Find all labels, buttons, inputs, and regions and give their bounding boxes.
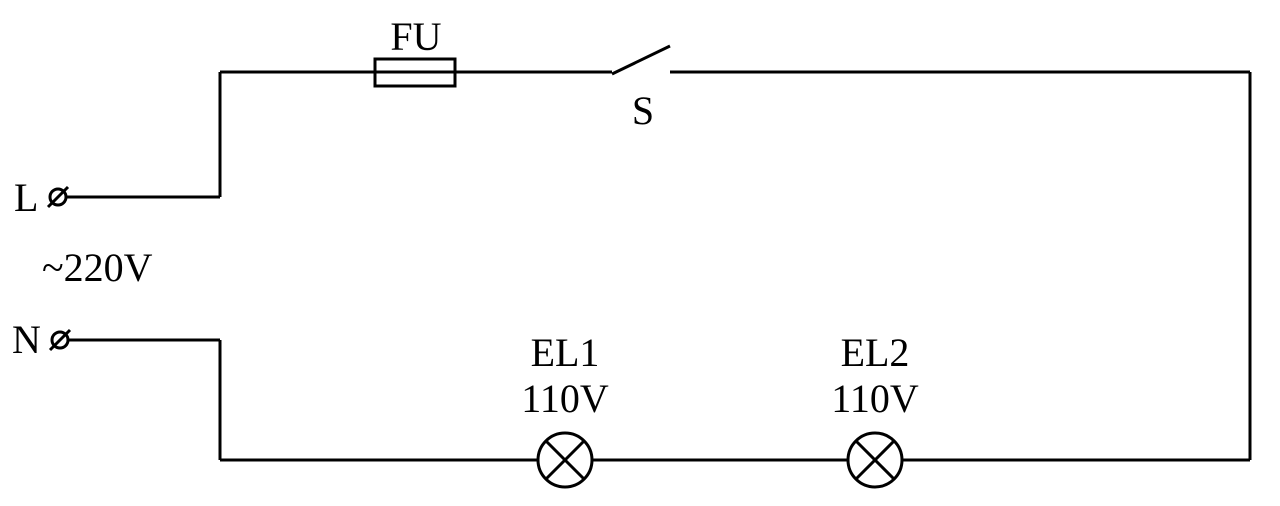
switch-blade bbox=[611, 44, 671, 76]
bottom-wire bbox=[218, 340, 1250, 462]
fuse-label: FU bbox=[390, 14, 441, 59]
fuse-symbol: FU bbox=[373, 14, 457, 88]
lamp-el1-name: EL1 bbox=[531, 330, 600, 375]
supply-voltage-label: ~220V bbox=[42, 245, 153, 290]
switch-symbol: S bbox=[611, 44, 671, 133]
line-terminal-slash bbox=[46, 185, 70, 209]
top-wire bbox=[218, 70, 1252, 460]
neutral-terminal-label: N bbox=[12, 317, 41, 362]
lamp-el2-symbol: EL2 110V bbox=[831, 330, 919, 489]
line-terminal-label: L bbox=[14, 175, 38, 220]
lamp-el1-voltage: 110V bbox=[521, 376, 609, 421]
lamp-el2-name: EL2 bbox=[841, 330, 910, 375]
lamp-el1-cross-2 bbox=[544, 439, 586, 481]
lamp-el1-symbol: EL1 110V bbox=[521, 330, 609, 489]
neutral-terminal-slash bbox=[48, 328, 72, 352]
line-terminal: L bbox=[14, 175, 220, 220]
neutral-terminal: N bbox=[12, 317, 220, 362]
lamp-el2-voltage: 110V bbox=[831, 376, 919, 421]
switch-label: S bbox=[632, 88, 654, 133]
lamp-el2-cross-2 bbox=[854, 439, 896, 481]
